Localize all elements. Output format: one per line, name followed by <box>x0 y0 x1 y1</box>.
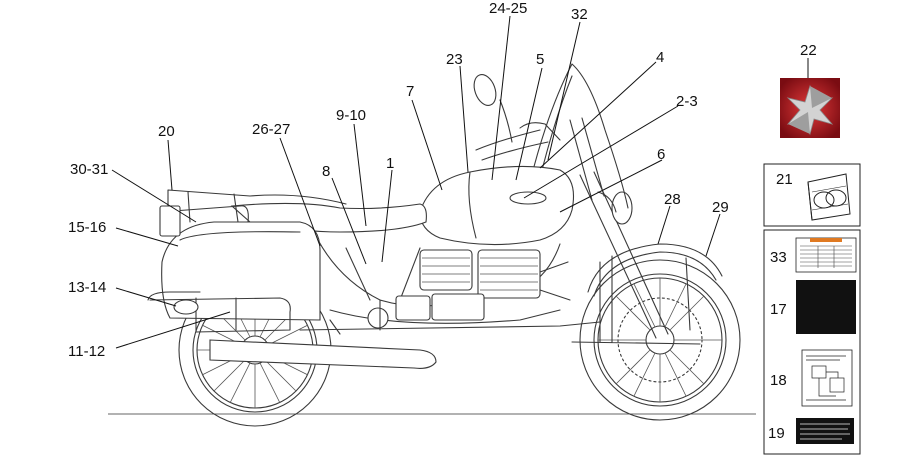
callout-4: 4 <box>656 49 664 66</box>
tire-pressure-decal-icon <box>807 173 851 221</box>
callout-5: 5 <box>536 51 544 68</box>
instruction-label-decal <box>796 280 856 334</box>
callout-7: 7 <box>406 83 414 100</box>
motorcycle-drawing <box>147 63 741 427</box>
callout-18: 18 <box>770 372 787 389</box>
callout-22: 22 <box>800 42 817 59</box>
callout-labels: 24-25 32 22 23 5 4 7 2-3 9-10 20 26-27 6… <box>68 0 817 360</box>
callout-17: 17 <box>770 301 787 318</box>
callout-20: 20 <box>158 123 175 140</box>
callout-23: 23 <box>446 51 463 68</box>
schematic-label-decal <box>801 349 853 407</box>
emblem-22 <box>780 78 840 138</box>
callout-24-25: 24-25 <box>489 0 527 17</box>
callout-26-27: 26-27 <box>252 121 290 138</box>
info-label-decal <box>796 418 854 444</box>
warning-label-decal <box>795 237 857 273</box>
front-wheel <box>579 259 741 421</box>
callout-2-3: 2-3 <box>676 93 698 110</box>
callout-30-31: 30-31 <box>70 161 108 178</box>
callout-11-12: 11-12 <box>68 343 105 360</box>
callout-32: 32 <box>571 6 588 23</box>
callout-13-14: 13-14 <box>68 279 106 296</box>
callout-33: 33 <box>770 249 787 266</box>
decal-box-21: 21 <box>763 163 861 227</box>
callout-8: 8 <box>322 163 330 180</box>
callout-15-16: 15-16 <box>68 219 106 236</box>
callout-21: 21 <box>776 171 793 188</box>
callout-1: 1 <box>386 155 394 172</box>
decal-box-33-19: 33 17 <box>763 229 861 455</box>
callout-6: 6 <box>657 146 665 163</box>
callout-9-10: 9-10 <box>336 107 366 124</box>
callout-19: 19 <box>768 425 785 442</box>
callout-29: 29 <box>712 199 729 216</box>
engine <box>367 249 571 329</box>
leader-lines <box>111 15 809 349</box>
callout-28: 28 <box>664 191 681 208</box>
